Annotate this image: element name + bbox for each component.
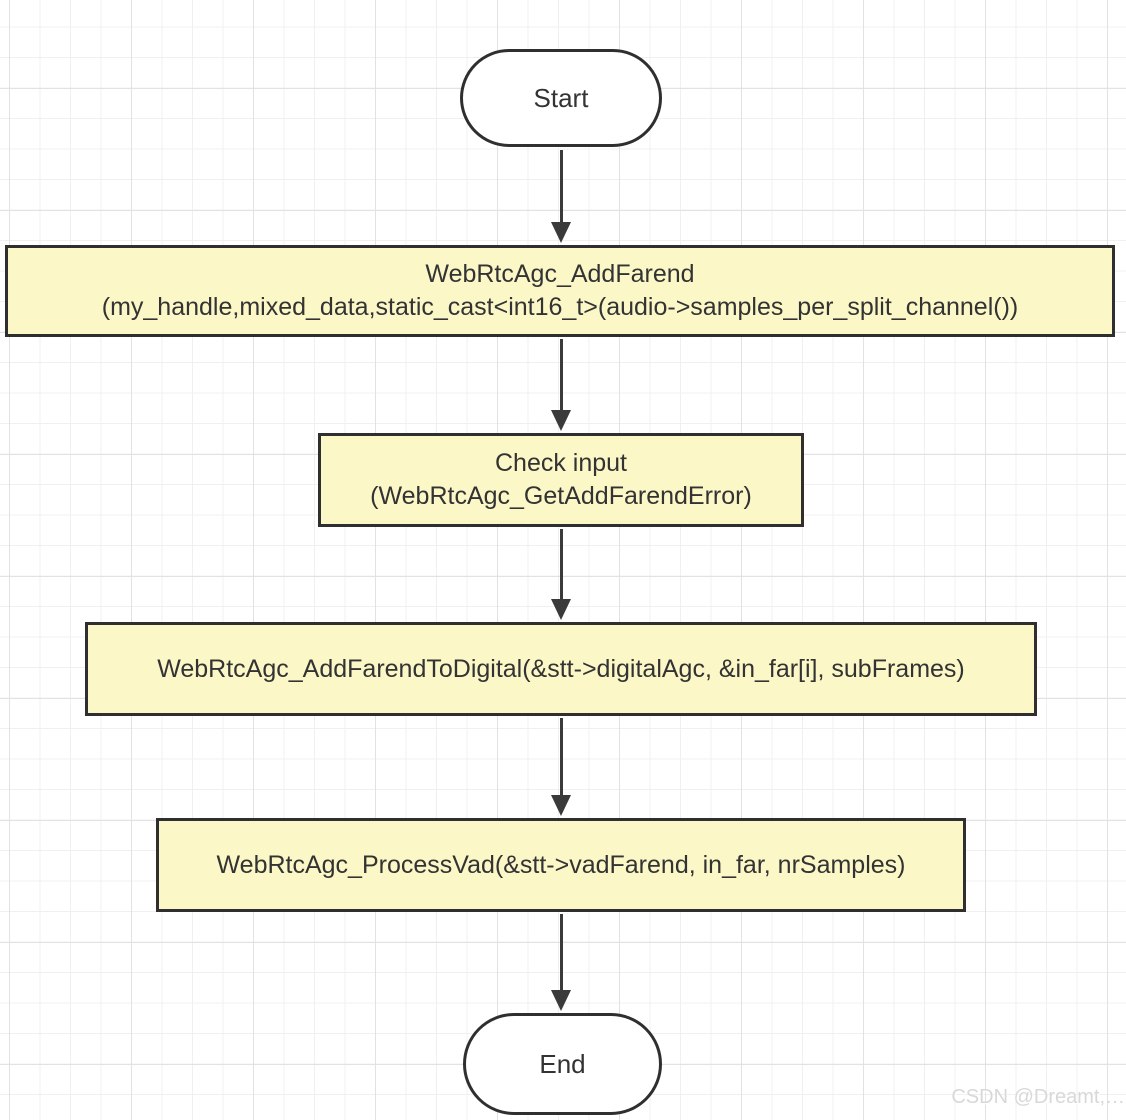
arrow-shaft <box>559 914 563 994</box>
end-node-label: End <box>539 1048 586 1079</box>
process-node-title: WebRtcAgc_AddFarend <box>425 260 695 288</box>
flow-arrow-addfarendtodigital-to-processvad <box>551 718 571 816</box>
arrow-down-icon <box>551 990 571 1011</box>
arrow-down-icon <box>551 222 571 243</box>
arrow-shaft <box>559 150 563 226</box>
process-node-args: (WebRtcAgc_GetAddFarendError) <box>370 482 752 510</box>
process-node-args: (my_handle,mixed_data,static_cast<int16_… <box>101 293 1019 321</box>
arrow-down-icon <box>551 410 571 431</box>
start-node-label: Start <box>533 82 589 113</box>
terminal-node-end: End <box>463 1013 662 1115</box>
terminal-node-start: Start <box>460 49 662 147</box>
process-node-title: WebRtcAgc_AddFarendToDigital(&stt->digit… <box>157 654 965 683</box>
process-node-process-vad: WebRtcAgc_ProcessVad(&stt->vadFarend, in… <box>156 818 966 912</box>
process-node-check-input: Check input (WebRtcAgc_GetAddFarendError… <box>318 433 804 527</box>
arrow-shaft <box>559 339 563 414</box>
flow-arrow-processvad-to-end <box>551 914 571 1011</box>
flow-arrow-addfarend-to-checkinput <box>551 339 571 431</box>
process-node-add-farend-to-digital: WebRtcAgc_AddFarendToDigital(&stt->digit… <box>85 622 1037 716</box>
process-node-title: Check input <box>494 449 628 477</box>
process-node-title: WebRtcAgc_ProcessVad(&stt->vadFarend, in… <box>216 850 906 879</box>
process-node-add-farend: WebRtcAgc_AddFarend (my_handle,mixed_dat… <box>5 245 1115 337</box>
arrow-shaft <box>559 529 563 603</box>
flow-arrow-checkinput-to-addfarendtodigital <box>551 529 571 620</box>
arrow-down-icon <box>551 599 571 620</box>
csdn-watermark: CSDN @Dreamt,… <box>951 1086 1125 1108</box>
arrow-down-icon <box>551 795 571 816</box>
arrow-shaft <box>559 718 563 799</box>
flow-arrow-start-to-addfarend <box>551 150 571 243</box>
